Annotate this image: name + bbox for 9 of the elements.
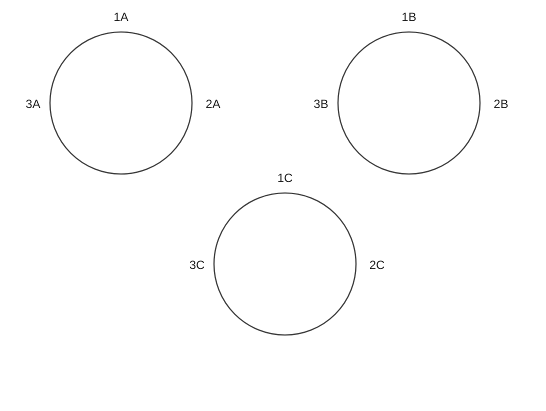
- terminal-label: 3C: [189, 258, 205, 272]
- terminal-label: 1B: [402, 10, 416, 24]
- terminal-label: 3A: [26, 97, 40, 111]
- terminal-label: 2B: [494, 97, 508, 111]
- terminal-label: 1A: [114, 10, 128, 24]
- terminal-label: 2C: [369, 258, 385, 272]
- terminal-label: 2A: [206, 97, 220, 111]
- terminal-label: 3B: [314, 97, 328, 111]
- terminal-label: 1C: [277, 171, 293, 185]
